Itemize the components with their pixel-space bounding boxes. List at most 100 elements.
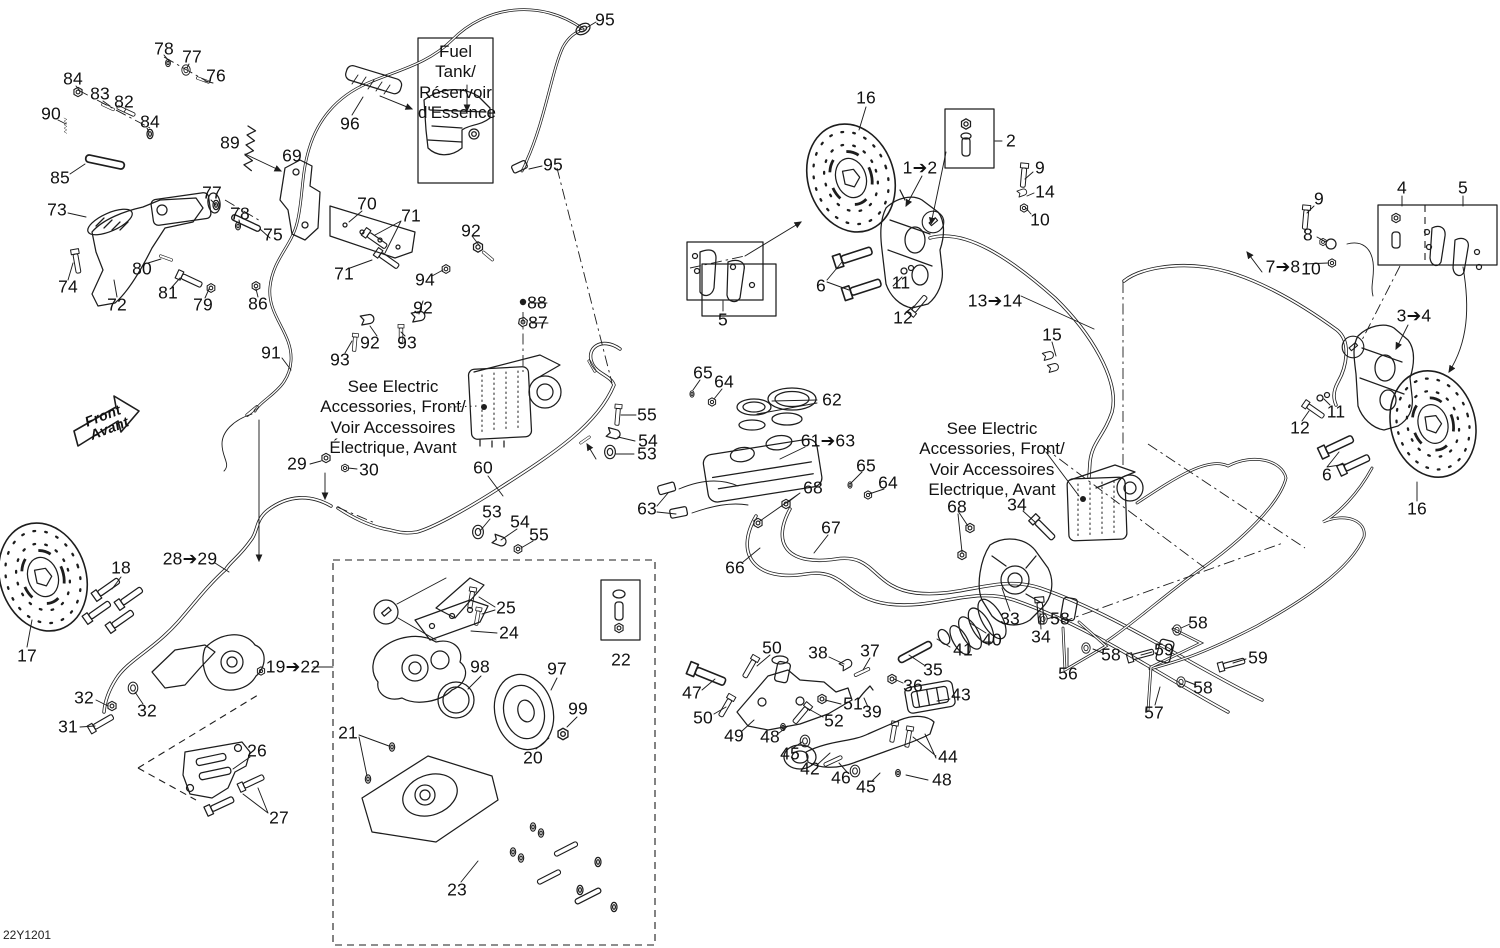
part-label-68: 68 [947,496,967,517]
kit-4-5-right [1391,212,1483,277]
part-label-97: 97 [547,658,567,679]
grip-bar-96 [345,65,403,95]
brake-hose-13-14 [928,234,1115,479]
part-label-52: 52 [824,710,844,731]
part-label-30: 30 [359,459,379,480]
abs-module-left [467,354,562,448]
part-label-1-2: 1➔2 [902,157,938,178]
brake-disc-17-front-left [0,510,103,644]
part-label-49: 49 [724,725,744,746]
part-label-43: 43 [951,684,971,705]
part-label-32: 32 [137,700,157,721]
part-label-50: 50 [693,707,713,728]
part-label-23: 23 [447,879,467,900]
part-label-76: 76 [206,65,226,86]
rear-caliper-mounted [151,634,266,691]
part-label-9: 9 [1314,188,1324,209]
bracket-69-70 [279,159,416,259]
part-label-58: 58 [1193,677,1213,698]
part-label-34: 34 [1007,494,1027,515]
part-label-34: 34 [1031,626,1051,647]
part-label-92: 92 [461,220,481,241]
part-label-11: 11 [1326,401,1346,422]
part-label-59: 59 [1154,639,1174,660]
part-label-58: 58 [1101,644,1121,665]
brake-hose-28-29 [102,496,333,714]
part-label-69: 69 [282,145,302,166]
part-label-57: 57 [1144,702,1164,723]
part-label-59: 59 [1248,647,1268,668]
caliper-1-2-front [880,189,945,309]
part-label-7-8: 7➔8 [1265,256,1301,277]
part-label-66: 66 [725,557,745,578]
reservoir-hose-66 [745,514,1230,714]
part-label-72: 72 [107,294,127,315]
part-label-54: 54 [638,430,658,451]
part-label-56: 56 [1058,663,1078,684]
caliper-3-4-rear [1353,324,1415,431]
part-label-11: 11 [891,272,911,293]
part-label-64: 64 [714,371,734,392]
part-label-62: 62 [822,389,842,410]
part-label-91: 91 [261,342,281,363]
part-label-48: 48 [932,769,952,790]
part-label-78: 78 [230,203,250,224]
part-label-13-14: 13➔14 [967,290,1023,311]
part-label-51: 51 [843,693,863,714]
part-label-75: 75 [263,224,283,245]
part-label-14: 14 [1035,181,1055,202]
master-cylinder-reservoir [657,387,823,519]
part-label-12: 12 [1290,417,1310,438]
part-label-8: 8 [1303,224,1313,245]
part-label-92: 92 [413,297,433,318]
bleeder-kit-22 [612,589,626,634]
part-label-93: 93 [330,349,350,370]
part-label-80: 80 [132,258,152,279]
part-label-79: 79 [193,294,213,315]
part-label-87: 87 [528,312,548,333]
part-label-86: 86 [248,293,268,314]
brake-hose-7-8 [1122,242,1374,407]
part-label-45: 45 [780,743,800,764]
part-label-90: 90 [41,103,61,124]
part-label-45: 45 [856,776,876,797]
part-label-58: 58 [1050,608,1070,629]
part-label-48: 48 [760,726,780,747]
part-label-22: 22 [611,649,631,670]
part-label-2: 2 [1006,130,1016,151]
part-label-39: 39 [862,701,882,722]
part-label-47: 47 [682,682,702,703]
part-label-31: 31 [58,716,78,737]
part-label-17: 17 [17,645,37,666]
part-label-81: 81 [158,282,178,303]
brake-disc-16-rear [1376,359,1490,489]
part-label-26: 26 [247,740,267,761]
part-label-94: 94 [415,269,435,290]
front-direction-arrow [73,395,140,447]
part-label-85: 85 [50,167,70,188]
part-label-37: 37 [860,640,880,661]
part-label-65: 65 [856,455,876,476]
part-label-74: 74 [58,276,78,297]
part-label-71: 71 [334,263,354,284]
part-label-67: 67 [821,517,841,538]
part-label-20: 20 [523,747,543,768]
part-label-88: 88 [527,292,547,313]
part-label-16: 16 [856,87,876,108]
part-label-41: 41 [953,639,973,660]
bracket-26 [182,741,251,799]
part-label-68: 68 [803,477,823,498]
part-label-95: 95 [595,9,615,30]
abs-module-right [1066,464,1144,542]
part-label-82: 82 [114,91,134,112]
part-label-96: 96 [340,113,360,134]
bleeder-kit-2 [960,118,972,157]
part-label-16: 16 [1407,498,1427,519]
brake-pads-5-left [691,249,756,303]
brake-lever-assembly-72-73 [87,192,221,307]
part-label-5: 5 [718,309,728,330]
